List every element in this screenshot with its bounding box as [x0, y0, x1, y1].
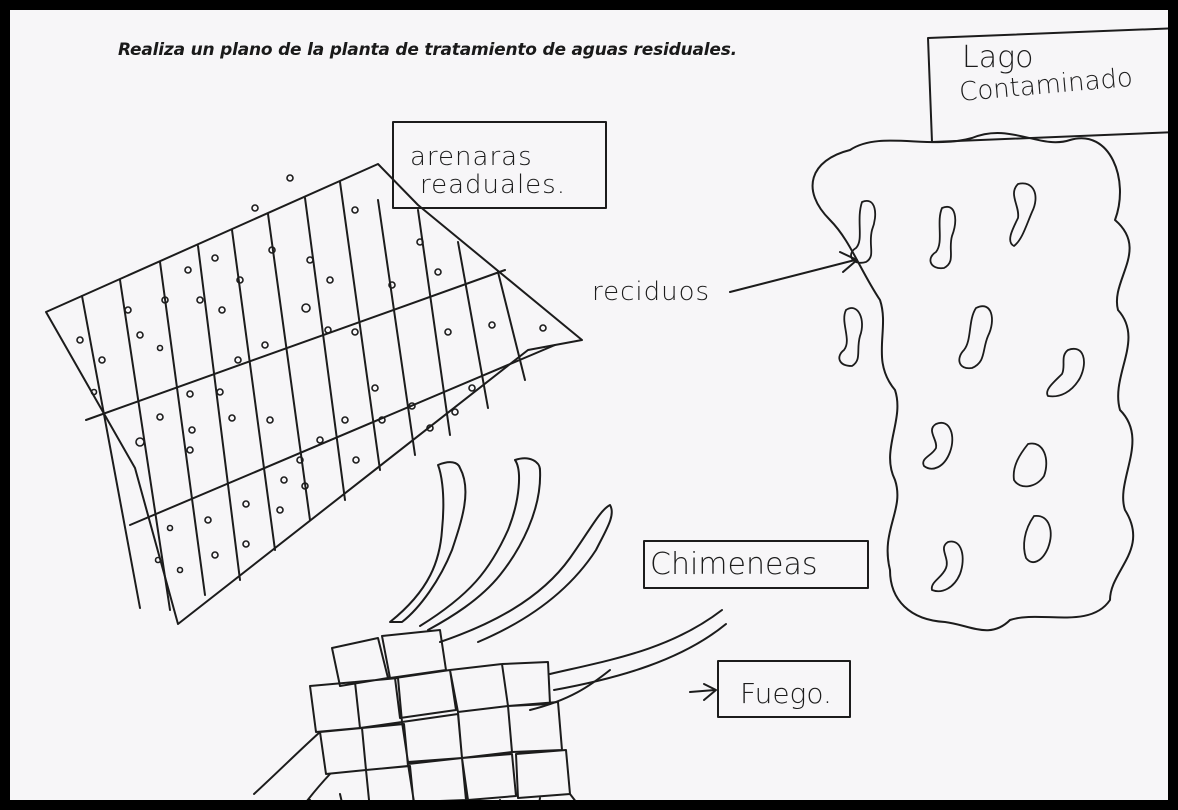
- chimney-drips: [254, 732, 590, 810]
- instruction-title: Realiza un plano de la planta de tratami…: [118, 40, 737, 60]
- chimeneas-label: Chimeneas: [650, 547, 817, 582]
- fuego-arrow: [690, 684, 716, 700]
- chimneys-block: [254, 630, 590, 810]
- residuos-arrow: [730, 252, 857, 292]
- contaminated-lake: [813, 133, 1134, 630]
- label-boxes: [393, 28, 1178, 717]
- smoke-plume-1: [390, 462, 465, 622]
- lake-residues: [839, 183, 1084, 591]
- sketch-canvas: [10, 10, 1178, 810]
- smoke-plume-4: [550, 610, 726, 690]
- residuos-label: reciduos: [592, 277, 710, 307]
- sand-bed-grid: [46, 164, 582, 624]
- smoke-plume-3: [440, 505, 612, 642]
- sand-bed-columns: [82, 182, 525, 610]
- fuego-label: Fuego.: [740, 677, 832, 710]
- arenas-label-line1: arenaras: [410, 142, 533, 172]
- sand-bed-outline: [46, 164, 582, 624]
- chimney-bricks: [310, 630, 570, 810]
- arenas-label-line2: readuales.: [420, 170, 566, 200]
- lago-label-line1: Lago: [962, 40, 1033, 75]
